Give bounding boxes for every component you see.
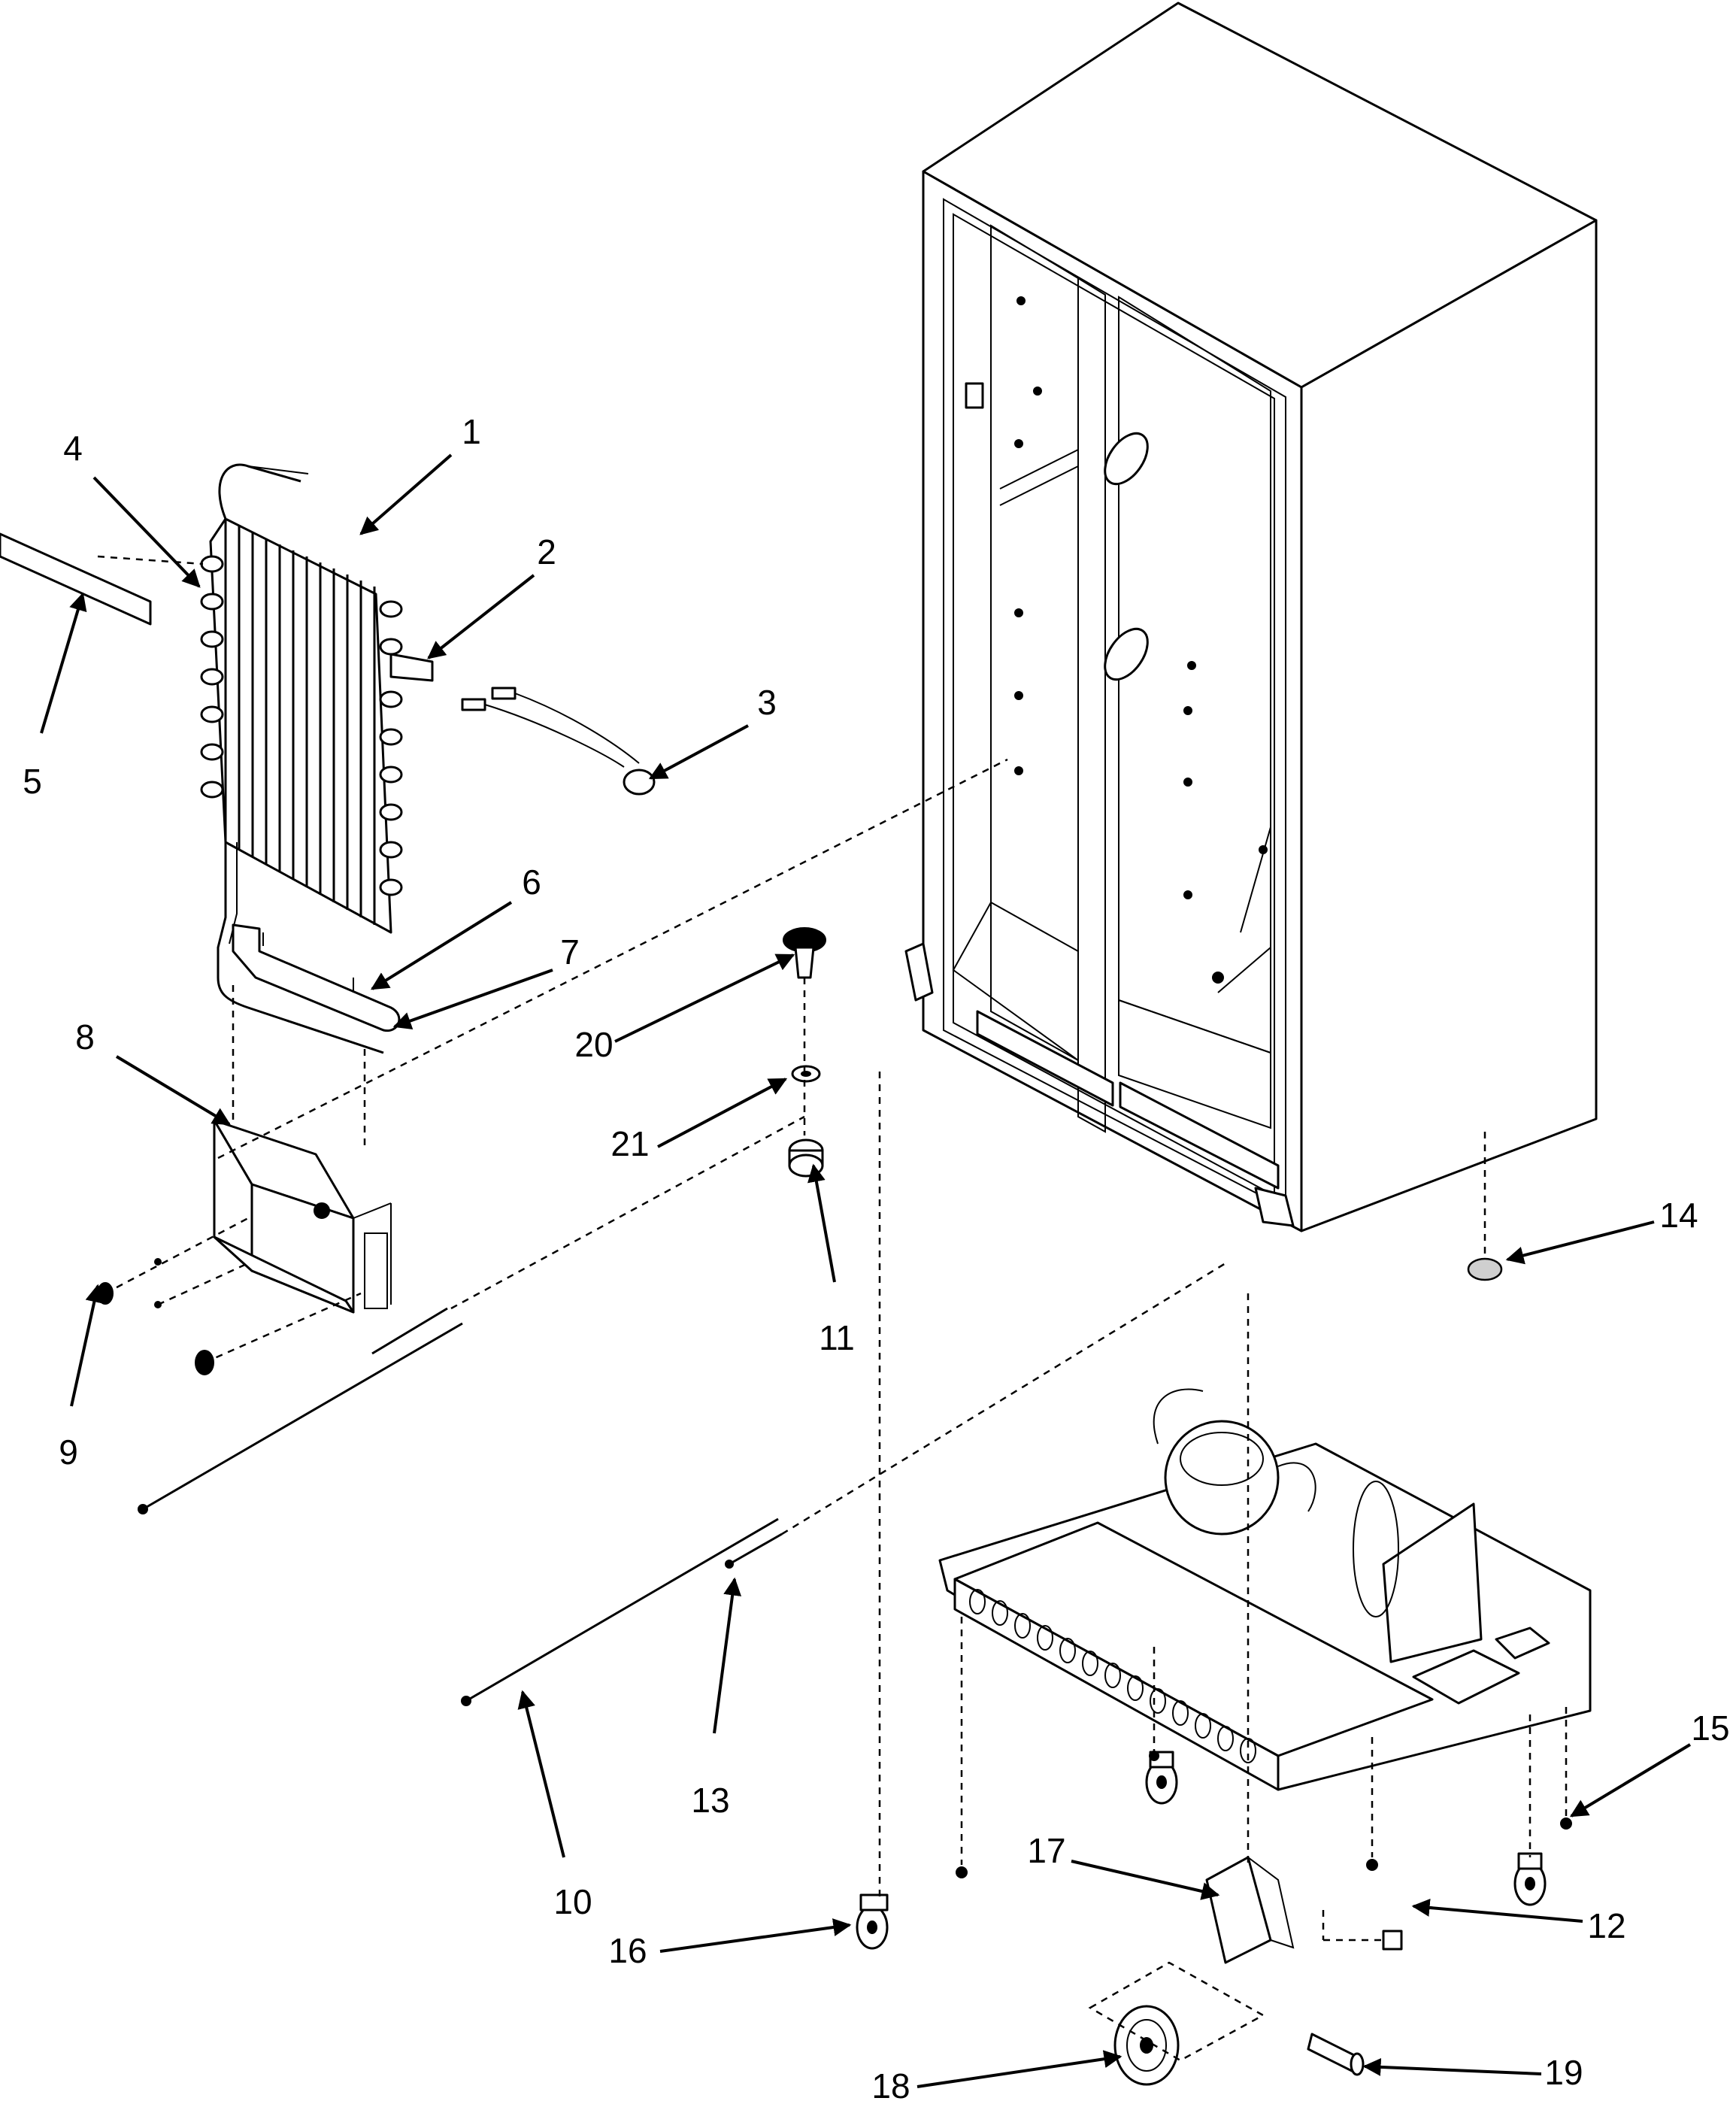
compressor xyxy=(1153,1388,1316,1536)
leveling-leg xyxy=(783,927,826,979)
machine-compartment-assembly xyxy=(938,1388,1592,1791)
callout-2: 2 xyxy=(537,532,556,571)
evaporator-mounting-bracket xyxy=(389,653,434,682)
callout-11: 11 xyxy=(819,1318,855,1357)
callout-9: 9 xyxy=(59,1432,78,1472)
callout-1: 1 xyxy=(462,412,481,451)
caster-wheel-assembly xyxy=(856,1893,889,1950)
callout-16: 16 xyxy=(608,1931,647,1970)
callout-15: 15 xyxy=(1691,1708,1729,1748)
callout-3: 3 xyxy=(757,683,777,722)
callout-leader-lines xyxy=(40,453,1692,2088)
callout-4: 4 xyxy=(63,429,83,468)
evaporator-coil xyxy=(200,463,434,1054)
cabinet-mounting-hole-group xyxy=(1014,296,1268,984)
drain-trough-screws xyxy=(97,1258,214,1375)
condenser-fan-shroud xyxy=(1382,1502,1483,1663)
callout-numbers: 1 2 3 4 5 6 7 8 9 10 11 12 13 14 15 16 1… xyxy=(23,412,1729,2104)
callout-18: 18 xyxy=(871,2066,910,2104)
compartment-screws xyxy=(956,1751,1572,1878)
callout-21: 21 xyxy=(610,1124,649,1163)
refrigerator-cabinet xyxy=(904,2,1598,1232)
callout-5: 5 xyxy=(23,762,42,801)
callout-17: 17 xyxy=(1027,1831,1065,1870)
drain-pan xyxy=(1412,1649,1520,1705)
callout-6: 6 xyxy=(522,863,541,902)
defrost-thermostat xyxy=(461,687,656,796)
condenser-coil-turns xyxy=(969,1589,1256,1763)
callout-20: 20 xyxy=(574,1025,613,1064)
callout-14: 14 xyxy=(1659,1196,1698,1235)
evaporator-fins xyxy=(224,519,376,925)
callout-10: 10 xyxy=(553,1882,592,1921)
caster-wheel-rear-right xyxy=(1513,1852,1547,1906)
roller-clip xyxy=(1382,1930,1403,1951)
callout-12: 12 xyxy=(1587,1906,1625,1945)
roller-bracket xyxy=(1205,1856,1295,1964)
callout-19: 19 xyxy=(1544,2053,1583,2092)
drain-trough xyxy=(213,1119,392,1314)
roller-wheel xyxy=(1113,2005,1180,2086)
callout-8: 8 xyxy=(75,1017,95,1057)
evaporator-tube-bends xyxy=(200,555,403,896)
callout-13: 13 xyxy=(691,1781,729,1820)
callout-7: 7 xyxy=(560,932,580,972)
foot-pad xyxy=(1467,1257,1503,1281)
assembly-guide-lines xyxy=(97,555,1568,2062)
evaporator-cover-strip xyxy=(0,532,152,626)
leveling-spacer xyxy=(788,1138,824,1178)
roller-axle-pin xyxy=(1307,2033,1365,2076)
tubing-rods xyxy=(138,1307,783,1706)
